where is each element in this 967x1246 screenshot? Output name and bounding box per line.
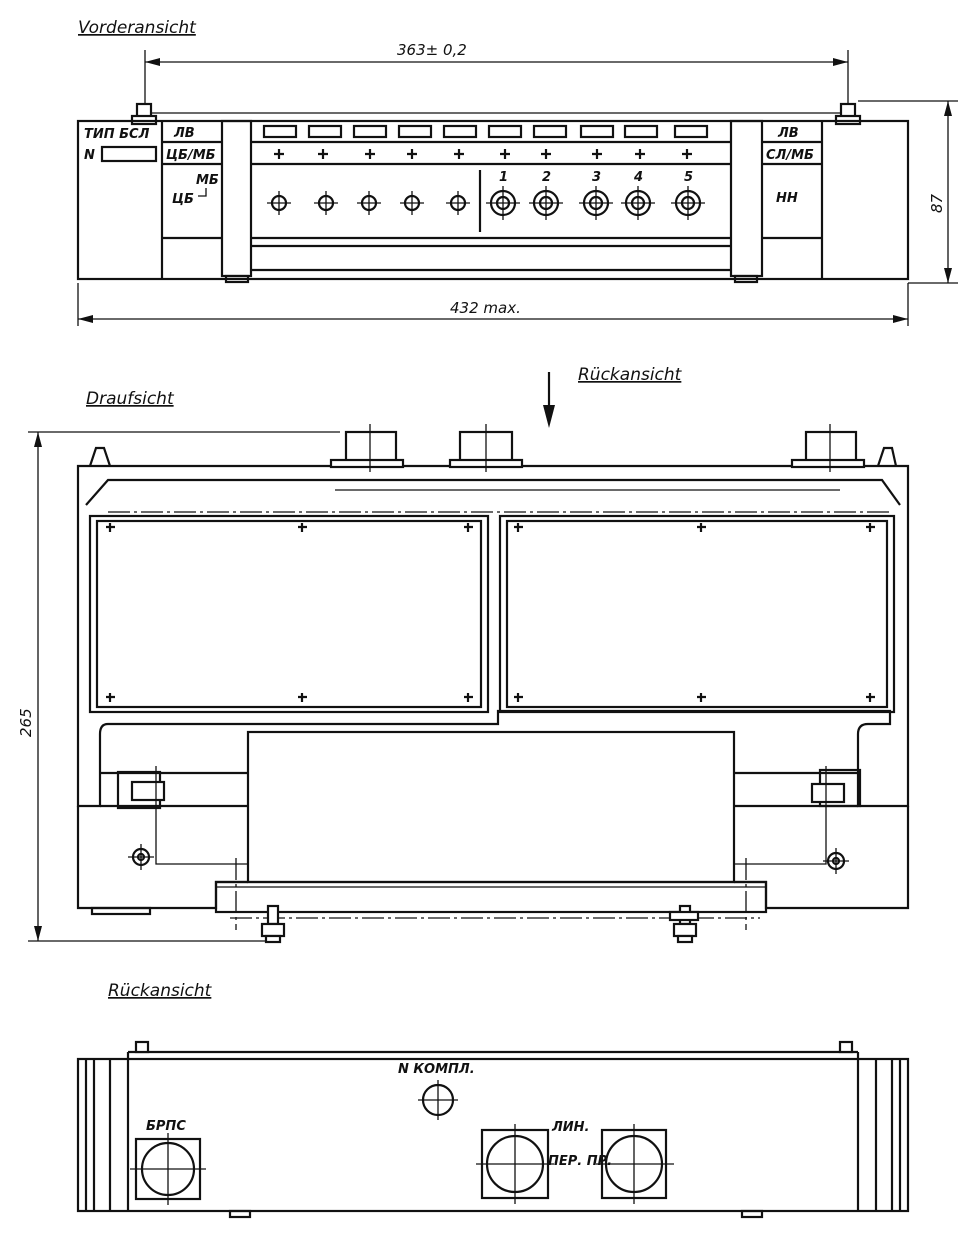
slot-number: 1 bbox=[499, 170, 508, 185]
transformer-block bbox=[246, 730, 736, 884]
large-jack-icon bbox=[529, 186, 563, 220]
led-window bbox=[307, 124, 343, 139]
rear-view-title: Rückansicht bbox=[108, 981, 213, 1001]
front-left-cb: ЦБ bbox=[172, 192, 194, 207]
front-right-lv: ЛВ bbox=[777, 126, 799, 141]
board-left bbox=[88, 514, 490, 714]
front-view-title: Vorderansicht bbox=[78, 18, 197, 38]
rear-perpr-label: ПЕР. ПР. bbox=[548, 1154, 612, 1169]
lin-connector-icon bbox=[476, 1124, 554, 1204]
led-window bbox=[623, 124, 659, 139]
led-window bbox=[673, 124, 709, 139]
rear-brps-label: БРПС bbox=[146, 1119, 186, 1134]
board-right bbox=[498, 514, 896, 714]
front-right-slmb: СЛ/МБ bbox=[766, 148, 814, 163]
bolt-right-icon bbox=[668, 904, 700, 944]
large-jacks bbox=[486, 186, 705, 220]
small-jack-icon bbox=[446, 191, 470, 215]
rear-komplekt-label: N КОМПЛ. bbox=[398, 1062, 475, 1077]
komplekt-connector-icon bbox=[418, 1080, 458, 1120]
slot-number: 5 bbox=[684, 170, 693, 185]
front-view: Vorderansicht 363± 0,2 ТИП БСЛ N ЛВ ЦБ/М… bbox=[76, 18, 958, 326]
led-window bbox=[352, 124, 388, 139]
front-typ-label: ТИП БСЛ bbox=[84, 127, 150, 142]
dim-width-label: 432 max. bbox=[450, 299, 521, 317]
top-view: Rückansicht Draufsicht 265 bbox=[17, 365, 910, 944]
large-jack-icon bbox=[486, 186, 520, 220]
front-left-cbmb: ЦБ/МБ bbox=[166, 148, 216, 163]
led-window bbox=[579, 124, 615, 139]
large-jack-icon bbox=[579, 186, 613, 220]
bolt-left-icon bbox=[260, 904, 286, 944]
led-window bbox=[397, 124, 433, 139]
small-jacks bbox=[267, 191, 470, 215]
screw-left-icon bbox=[128, 844, 154, 870]
brps-connector-icon bbox=[130, 1133, 206, 1205]
screw-right-icon bbox=[823, 848, 849, 874]
top-view-title: Draufsicht bbox=[86, 389, 175, 409]
dim-height-label: 87 bbox=[928, 193, 946, 213]
slot-number: 3 bbox=[592, 170, 601, 185]
led-window bbox=[262, 124, 298, 139]
dim-depth-label: 265 bbox=[17, 708, 35, 737]
slot-number: 4 bbox=[633, 170, 643, 185]
rear-lin-label: ЛИН. bbox=[551, 1120, 590, 1135]
large-jack-icon bbox=[671, 186, 705, 220]
small-jack-icon bbox=[400, 191, 424, 215]
board-plus-marks bbox=[106, 523, 875, 702]
plus-row bbox=[274, 149, 692, 159]
large-jack-icon bbox=[621, 186, 655, 220]
rear-arrow-label: Rückansicht bbox=[578, 365, 683, 385]
small-jack-icon bbox=[314, 191, 338, 215]
front-left-lv: ЛВ bbox=[173, 126, 195, 141]
led-window bbox=[487, 124, 523, 139]
small-jack-icon bbox=[267, 191, 291, 215]
rear-view: Rückansicht N КОМПЛ. БРПС ЛИН. ПЕР. ПР. bbox=[76, 981, 910, 1219]
perpr-connector-icon bbox=[596, 1124, 674, 1204]
front-nr-label: N bbox=[84, 148, 95, 163]
led-window bbox=[442, 124, 478, 139]
slot-number: 2 bbox=[542, 170, 551, 185]
dim-mount-label: 363± 0,2 bbox=[397, 41, 467, 59]
led-window bbox=[532, 124, 568, 139]
led-row bbox=[262, 124, 709, 139]
view-arrow-icon bbox=[543, 405, 555, 428]
front-left-mb: МБ bbox=[196, 173, 219, 188]
front-right-nn: НН bbox=[776, 191, 798, 206]
small-jack-icon bbox=[357, 191, 381, 215]
